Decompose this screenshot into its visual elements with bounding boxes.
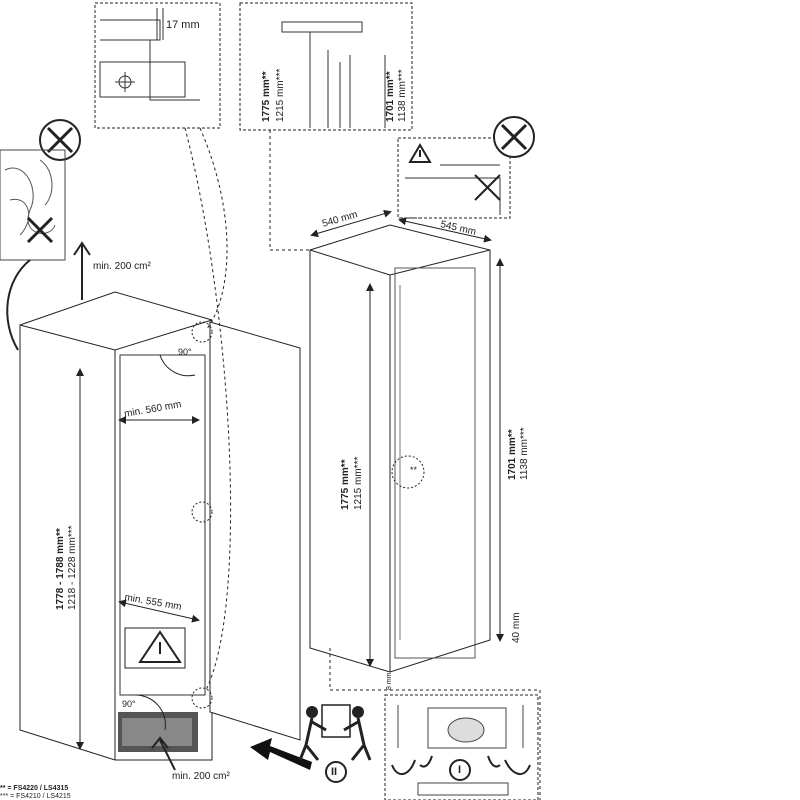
detail-height-main-label: 1775 mm** — [261, 71, 272, 122]
door-height-main-label: 1701 mm** — [507, 429, 518, 480]
appliance-height-main-label: 1775 mm** — [340, 459, 351, 510]
vent-bottom-label: min. 200 cm² — [172, 771, 230, 782]
wood-panel-illustration — [0, 149, 66, 261]
niche-height-main-label: 1778 - 1788 mm** — [55, 528, 66, 610]
step-one-label: I — [458, 764, 462, 776]
depth-arrow — [398, 217, 492, 243]
detail-box-heights — [239, 2, 413, 131]
appliance-body — [309, 224, 491, 673]
bottom-gap-label: 8 mm — [386, 672, 393, 691]
prohibited-icon — [493, 116, 535, 158]
ventilation-arrow — [73, 241, 91, 300]
warning-icon — [124, 627, 186, 669]
footnote-models-main: ** = FS4220 / LS4315 — [0, 785, 69, 792]
angle-arc — [159, 354, 196, 377]
niche-cabinet — [19, 291, 213, 761]
detail-box-warning — [397, 137, 511, 219]
door-panel — [209, 321, 301, 741]
footnote-models-alt: *** = FS4210 / LS4215 — [0, 793, 71, 800]
hinge-marker — [191, 321, 213, 709]
hinge-marker — [391, 455, 425, 489]
prohibited-icon — [39, 119, 81, 161]
step-one-badge — [449, 759, 471, 781]
width-arrow — [310, 209, 392, 238]
detail-box-hinge-gap — [94, 2, 221, 129]
base-gap-label: 40 mm — [511, 612, 522, 643]
wood-leader — [6, 259, 31, 351]
step-two-label: II — [331, 766, 338, 778]
angle-top-label: 90° — [178, 347, 192, 357]
detail-height-alt-label: 1215 mm*** — [275, 68, 286, 122]
door-height-alt-label: 1138 mm*** — [519, 427, 530, 480]
detail-door-main-label: 1701 mm** — [385, 71, 396, 122]
appliance-height-alt-label: 1215 mm*** — [353, 456, 364, 510]
angle-arc — [134, 694, 166, 731]
detail-box-feet — [384, 694, 539, 800]
hinge-marker-label: ** — [410, 465, 418, 475]
detail-leader — [184, 127, 232, 691]
insert-direction-arrow — [250, 738, 312, 770]
angle-bottom-label: 90° — [122, 699, 136, 709]
detail-door-alt-label: 1138 mm*** — [397, 69, 408, 122]
vent-top-label: min. 200 cm² — [93, 261, 151, 272]
step-two-badge — [325, 761, 347, 783]
detail-gap-label: 17 mm — [166, 19, 200, 31]
detail-leader — [199, 127, 228, 331]
niche-width-arrow — [118, 599, 200, 623]
niche-height-alt-label: 1218 - 1228 mm*** — [67, 525, 78, 611]
carrying-people-icon — [298, 704, 372, 761]
ventilation-arrow — [151, 736, 176, 771]
